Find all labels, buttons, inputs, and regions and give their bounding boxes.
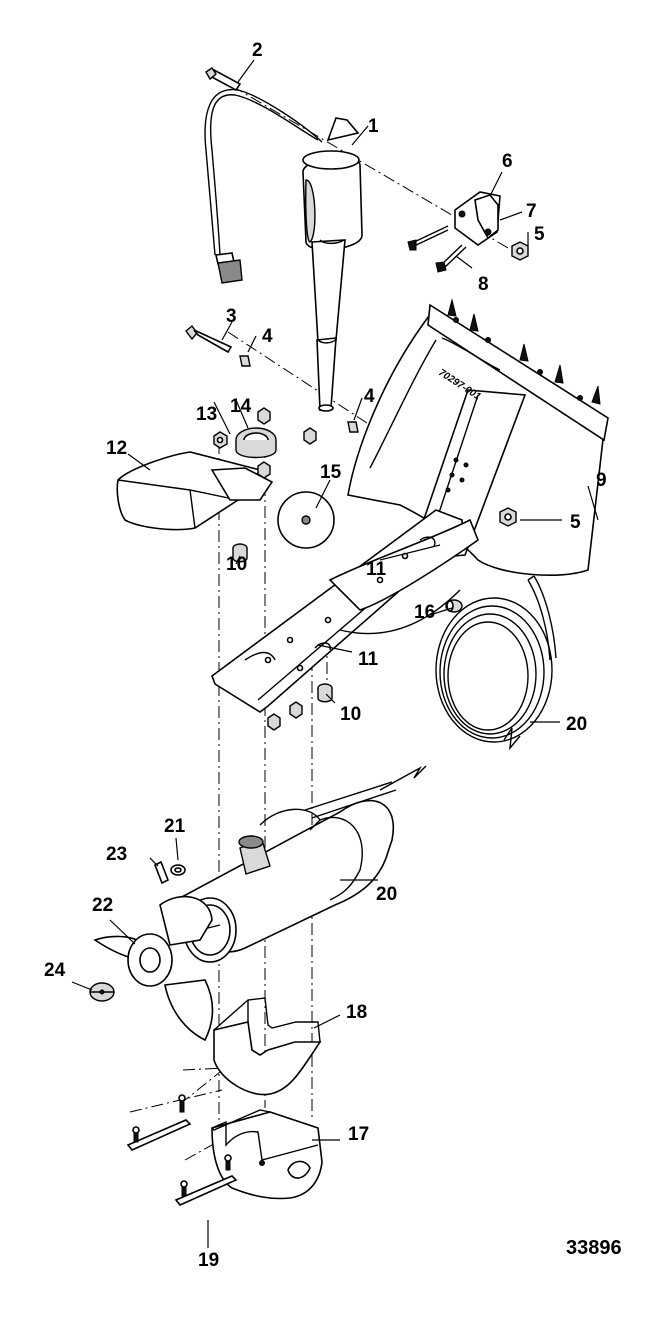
clevis-bracket-part-6-7 xyxy=(454,191,501,246)
callout-20-coil: 20 xyxy=(566,714,587,735)
callout-6: 6 xyxy=(502,151,513,172)
pin-part-23 xyxy=(153,860,170,885)
nut-part-5-upper xyxy=(511,241,529,261)
clamp-part-17 xyxy=(211,1109,323,1200)
callout-4-left: 4 xyxy=(262,326,273,347)
washer-part-21 xyxy=(170,864,186,876)
callout-9: 9 xyxy=(596,470,607,491)
spacer-part-4-right xyxy=(347,421,359,433)
figure-number: 33896 xyxy=(566,1237,622,1259)
callout-21: 21 xyxy=(164,816,186,837)
screw-strip-part-19-lower xyxy=(174,1154,238,1206)
callout-10-upper: 10 xyxy=(226,554,247,575)
callout-labels: 2 1 6 7 5 8 3 4 4 13 14 12 15 9 5 10 11 … xyxy=(44,40,607,1271)
screws-part-8 xyxy=(407,225,467,273)
callout-12: 12 xyxy=(106,438,127,459)
actuator-cylinder-part-1 xyxy=(204,88,363,412)
motor-housing-part-20 xyxy=(179,765,427,963)
callout-20-motor: 20 xyxy=(376,884,397,905)
hinge-screws xyxy=(447,298,601,405)
nut-part-5-lower xyxy=(499,507,517,527)
pin-part-16 xyxy=(445,599,463,613)
spacer-part-10-upper xyxy=(232,543,248,563)
callout-15: 15 xyxy=(320,462,342,483)
callout-3: 3 xyxy=(226,306,237,327)
callout-14: 14 xyxy=(230,396,252,417)
clamp-part-18 xyxy=(213,997,322,1096)
spacer-part-10-lower xyxy=(267,683,333,731)
spacer-part-4-left xyxy=(239,355,251,367)
transom-bracket-part-9: 70297-001 xyxy=(347,298,609,576)
callout-22: 22 xyxy=(92,895,113,916)
callout-10-lower: 10 xyxy=(340,704,361,725)
callout-24: 24 xyxy=(44,960,66,981)
bolt-part-2 xyxy=(205,67,242,92)
callout-5-lower: 5 xyxy=(570,512,581,533)
callout-17: 17 xyxy=(348,1124,369,1145)
callout-18: 18 xyxy=(346,1002,367,1023)
callout-4-right: 4 xyxy=(364,386,375,407)
callout-7: 7 xyxy=(526,201,537,222)
cable-coil-part-20 xyxy=(435,575,557,751)
bolt-part-3 xyxy=(185,324,233,354)
disc-part-15 xyxy=(277,491,335,549)
grommet-part-14 xyxy=(235,427,277,459)
nuts-upper xyxy=(257,407,317,479)
leader-lines xyxy=(71,59,599,1248)
callout-11-upper: 11 xyxy=(366,559,387,580)
propeller-part-22 xyxy=(93,895,214,1042)
callout-2: 2 xyxy=(252,40,263,61)
callout-23: 23 xyxy=(106,844,127,865)
prop-nut-part-24 xyxy=(89,982,115,1002)
callout-19: 19 xyxy=(198,1250,219,1271)
callout-11-lower: 11 xyxy=(358,649,379,670)
callout-5-upper: 5 xyxy=(534,224,545,245)
screw-strip-part-19-upper xyxy=(126,1094,192,1151)
callout-13: 13 xyxy=(196,404,217,425)
callout-1: 1 xyxy=(368,116,379,137)
callout-16: 16 xyxy=(414,602,435,623)
nose-cone-part-12 xyxy=(116,451,274,531)
callout-8: 8 xyxy=(478,274,489,295)
mounting-plate-part-11 xyxy=(211,509,479,713)
nut-part-13 xyxy=(213,431,228,449)
